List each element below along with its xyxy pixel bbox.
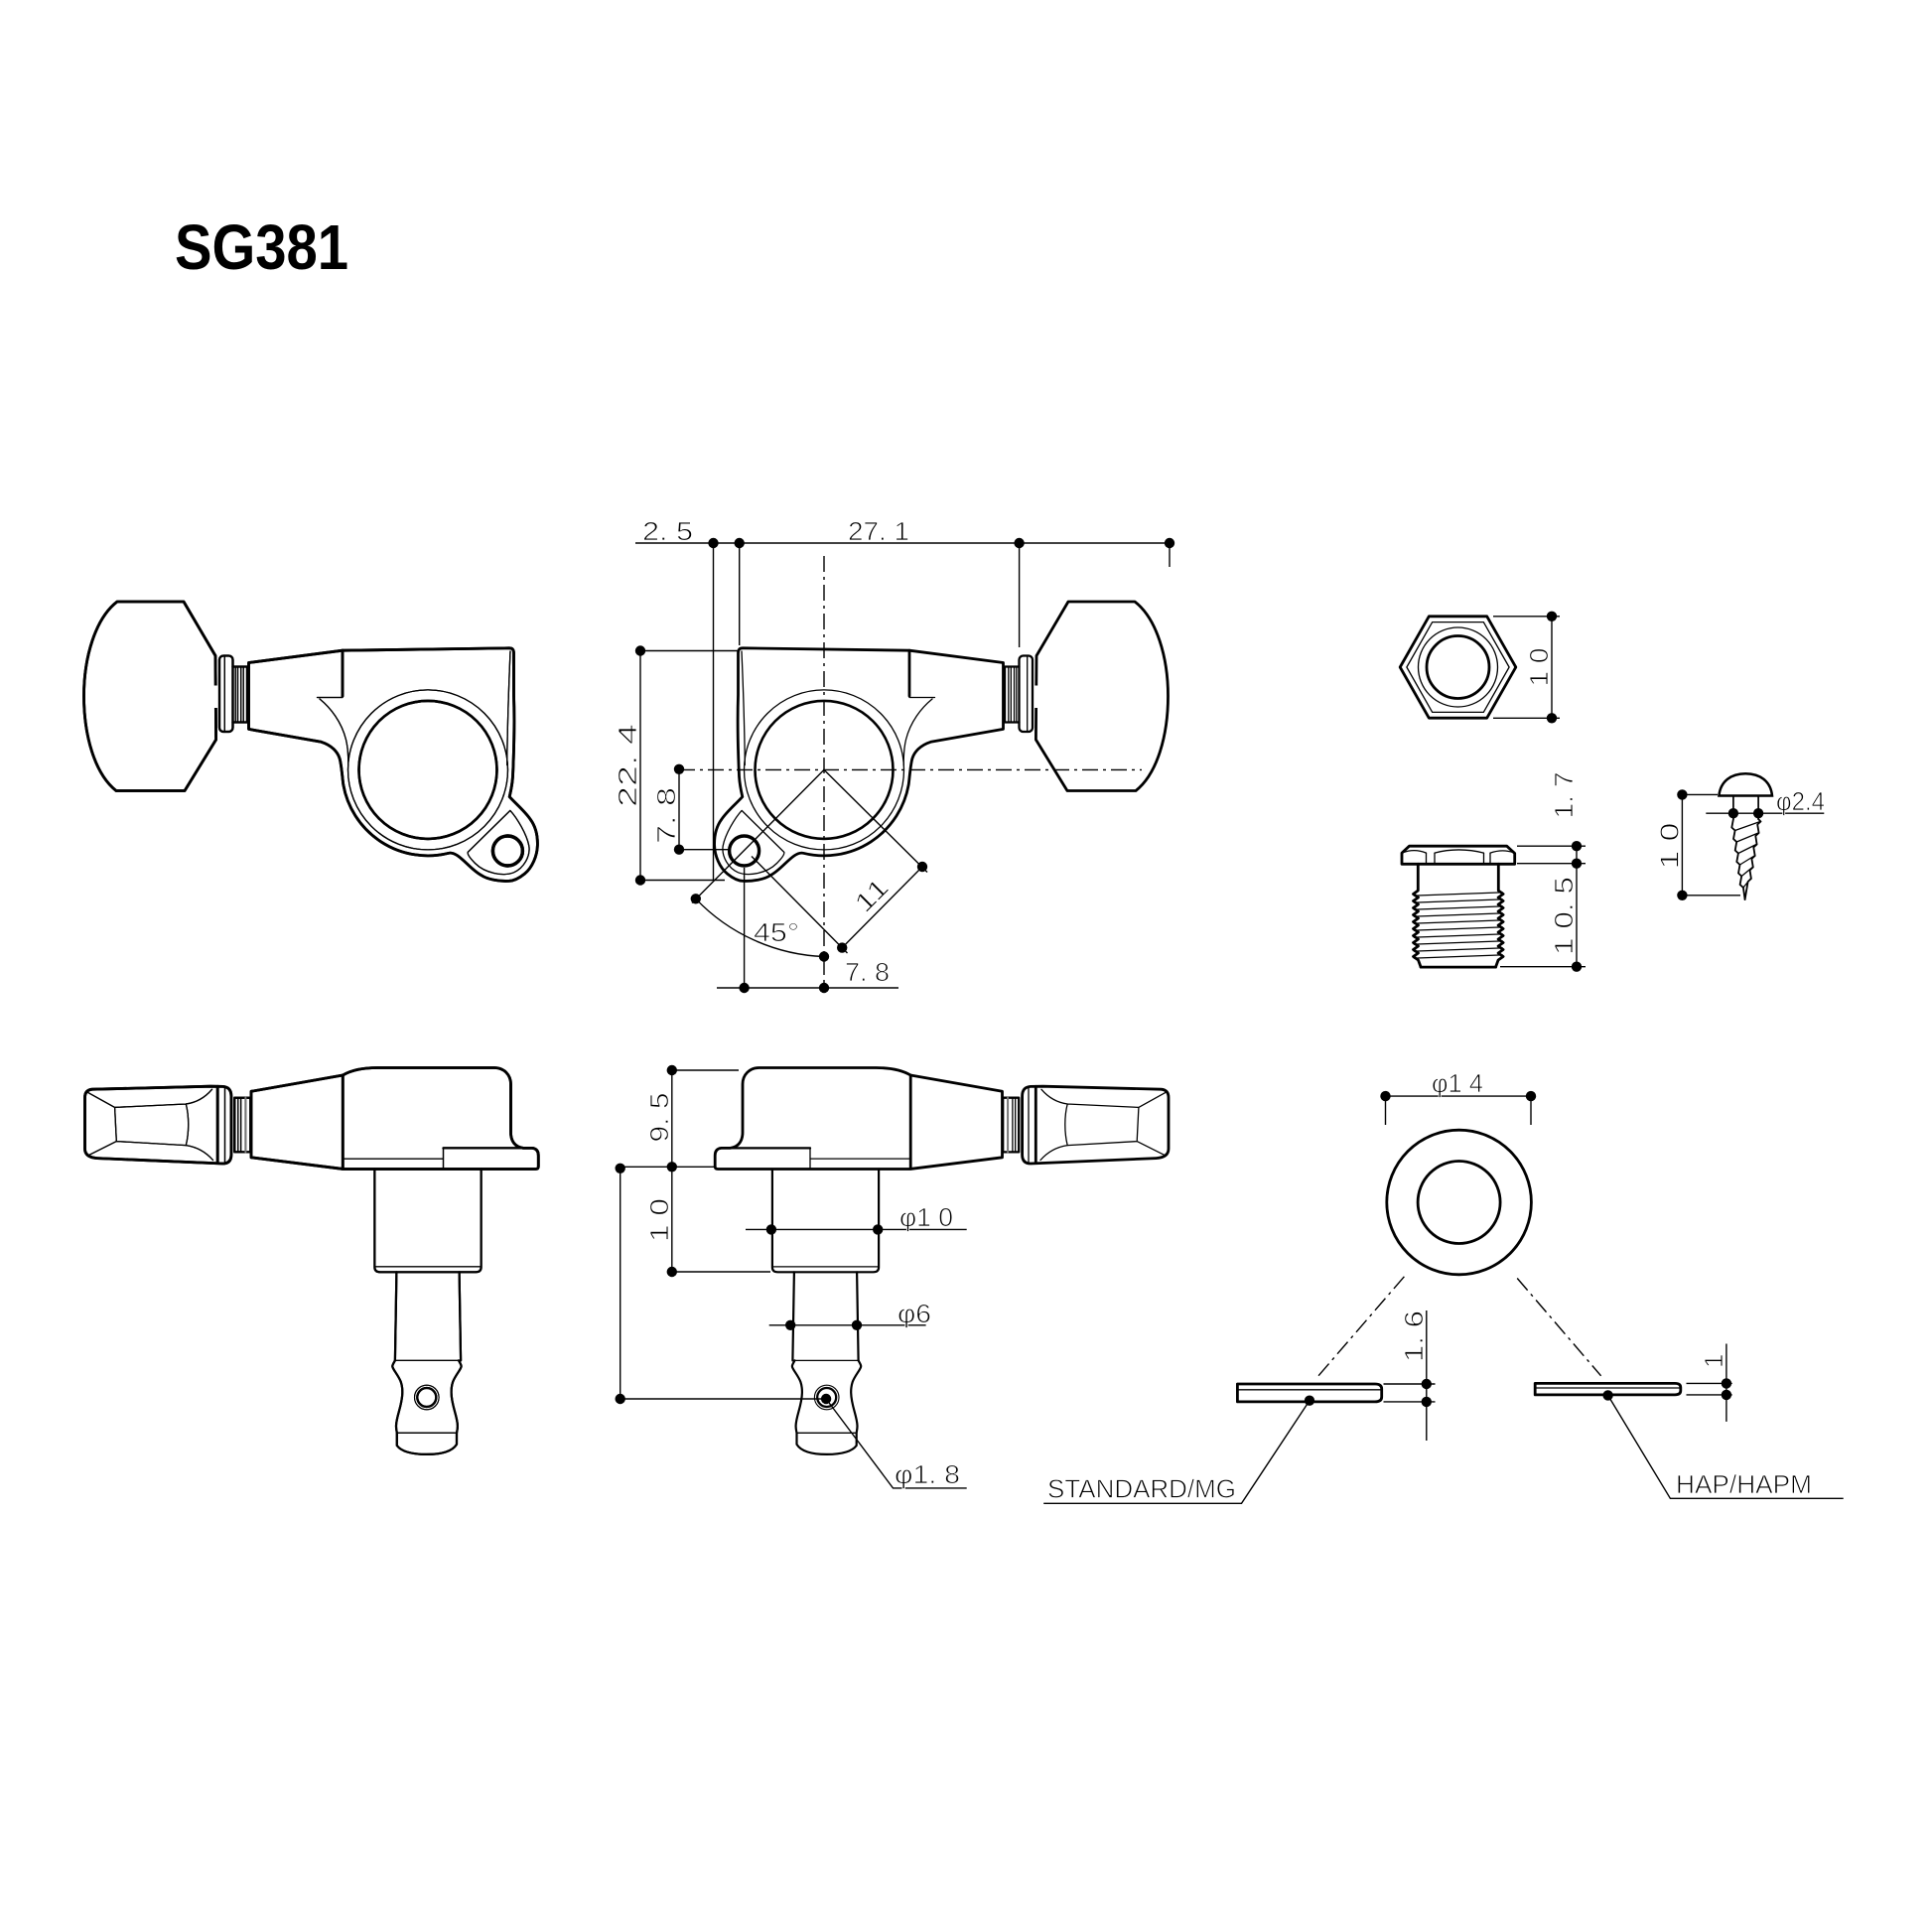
svg-text:SG381: SG381	[175, 211, 348, 283]
svg-text:27. 1: 27. 1	[848, 516, 909, 546]
svg-text:HAP/HAPM: HAP/HAPM	[1676, 1469, 1812, 1499]
svg-text:φ1. 8: φ1. 8	[895, 1459, 960, 1489]
svg-text:φ1 4: φ1 4	[1432, 1068, 1483, 1098]
svg-text:1. 6: 1. 6	[1399, 1311, 1429, 1362]
svg-text:45°: 45°	[754, 917, 799, 947]
svg-text:1 0: 1 0	[1524, 648, 1554, 687]
svg-text:1. 7: 1. 7	[1549, 772, 1579, 819]
svg-text:1 0: 1 0	[644, 1198, 674, 1242]
svg-text:2. 5: 2. 5	[642, 516, 693, 546]
svg-text:1: 1	[1699, 1350, 1728, 1368]
svg-text:φ1 0: φ1 0	[899, 1202, 953, 1232]
svg-text:7. 8: 7. 8	[651, 787, 681, 844]
svg-text:22. 4: 22. 4	[613, 724, 642, 807]
svg-text:φ2.4: φ2.4	[1776, 786, 1825, 816]
svg-text:φ6: φ6	[897, 1299, 931, 1328]
svg-text:STANDARD/MG: STANDARD/MG	[1047, 1473, 1236, 1503]
svg-text:1 0. 5: 1 0. 5	[1549, 877, 1579, 955]
svg-text:1 0: 1 0	[1654, 823, 1684, 870]
svg-text:9. 5: 9. 5	[644, 1093, 674, 1143]
svg-text:7. 8: 7. 8	[845, 957, 890, 987]
